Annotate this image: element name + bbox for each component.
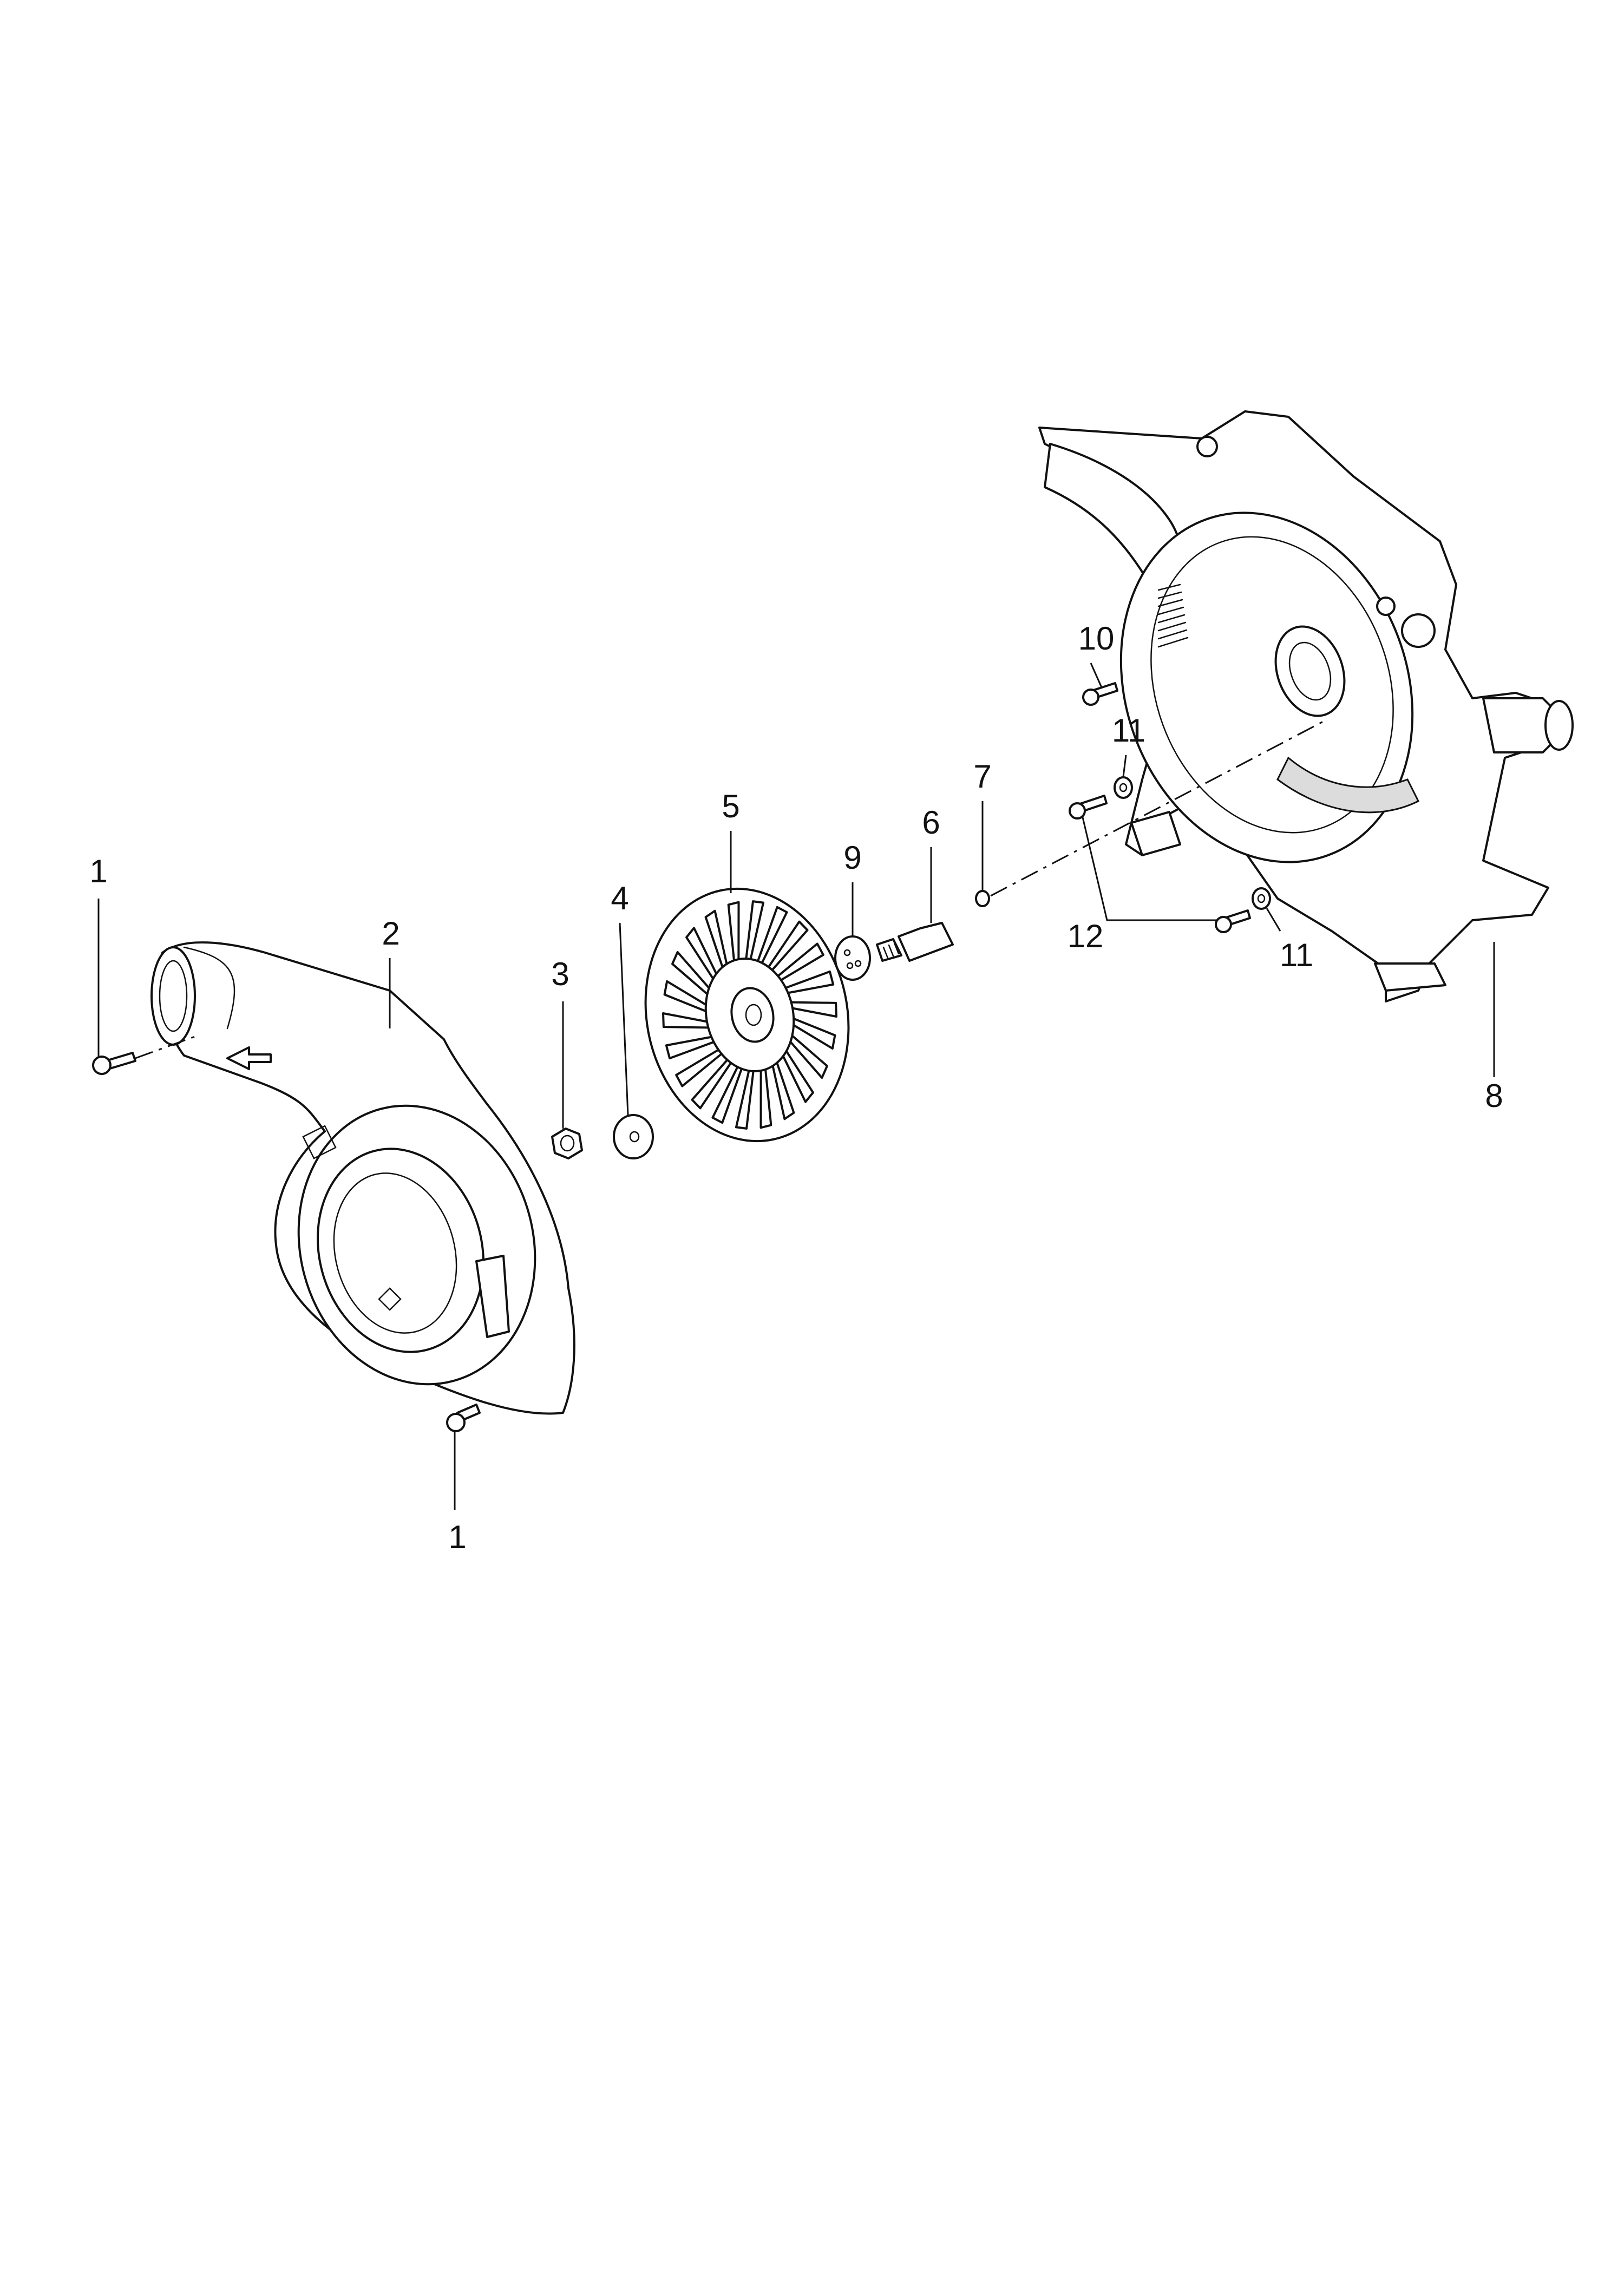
left-arrow-icon xyxy=(226,1046,272,1070)
crankcase-housing xyxy=(1038,410,1574,1002)
washer-part-7 xyxy=(975,890,990,907)
washer-part-11-lower xyxy=(1252,887,1271,910)
callout-10: 10 xyxy=(1078,620,1115,657)
cooling-vents xyxy=(1157,584,1189,648)
callout-1-lower: 1 xyxy=(448,1519,466,1555)
fan-wheel xyxy=(644,887,850,1143)
callout-3: 3 xyxy=(551,956,569,992)
fan-housing-cover xyxy=(150,941,575,1415)
washer-part-11-upper xyxy=(1114,776,1133,799)
shaft-part-6 xyxy=(876,922,954,962)
screw-part-1-lower xyxy=(446,1404,481,1432)
callout-labels: 1 1 2 3 4 5 6 7 8 9 10 11 11 12 xyxy=(89,620,1503,1555)
callout-6: 6 xyxy=(922,804,940,841)
callout-7: 7 xyxy=(973,758,991,795)
screw-part-1-upper xyxy=(92,1052,136,1075)
callout-11-upper: 11 xyxy=(1112,712,1145,749)
plate-part-9 xyxy=(834,935,871,981)
screw-part-10 xyxy=(1082,682,1118,706)
leader-lines xyxy=(97,663,1495,1510)
nut-part-3 xyxy=(551,1128,583,1159)
callout-12: 12 xyxy=(1068,918,1104,954)
callout-9: 9 xyxy=(843,840,861,876)
callout-5: 5 xyxy=(722,788,739,824)
screw-part-12-upper xyxy=(1069,795,1108,820)
washer-part-4 xyxy=(613,1114,654,1159)
callout-2: 2 xyxy=(382,915,400,952)
callout-11-lower: 11 xyxy=(1280,937,1313,973)
screw-part-12-lower xyxy=(1215,909,1251,933)
callout-1-upper: 1 xyxy=(89,853,107,889)
callout-8: 8 xyxy=(1485,1078,1503,1114)
assembly-axis-housing xyxy=(135,1035,195,1059)
assembly-axis xyxy=(990,719,1327,897)
callout-4: 4 xyxy=(611,880,628,916)
